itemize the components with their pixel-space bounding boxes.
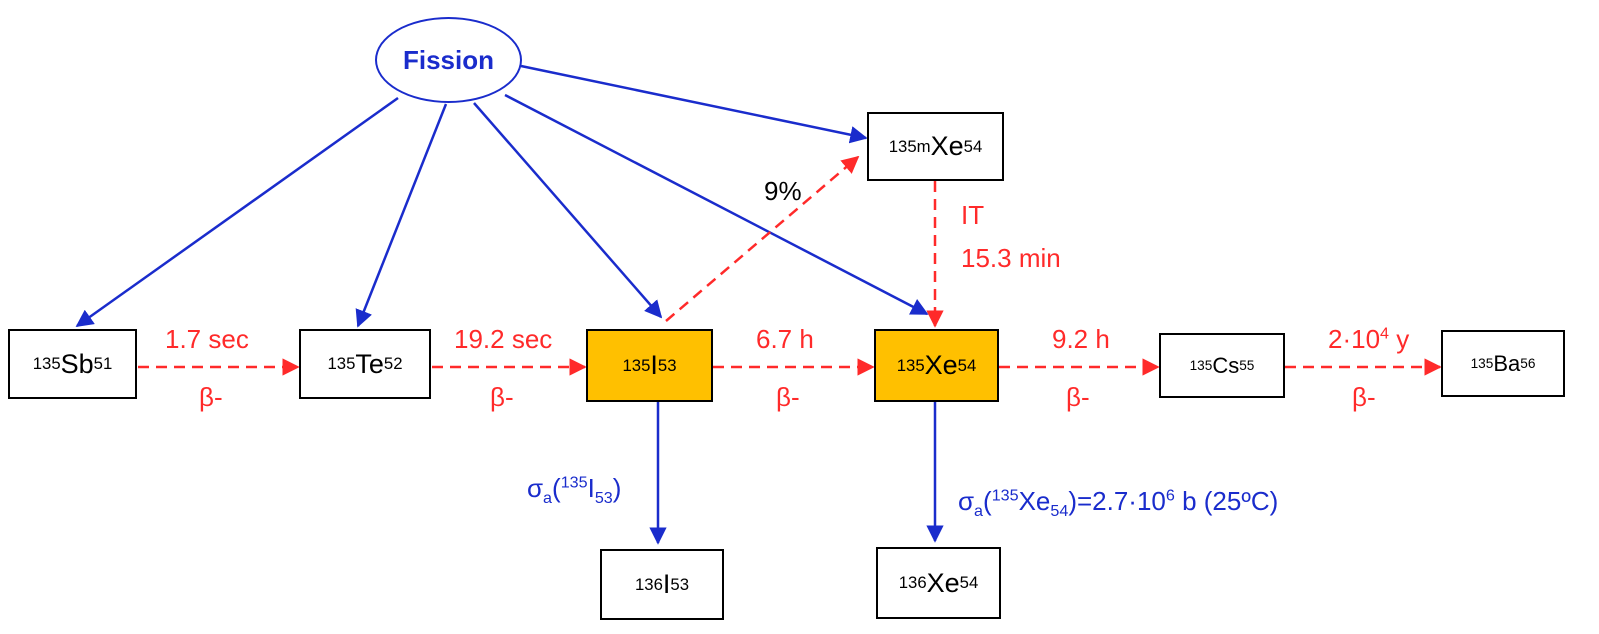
xe-cs-halflife: 9.2 h <box>1052 324 1110 354</box>
cs-ba-mode: β- <box>1352 382 1376 412</box>
fission-to-sb-arrow <box>75 96 399 328</box>
fission-to-i-arrow <box>473 102 663 319</box>
sb-te-mode: β- <box>199 382 223 412</box>
xem-xe-mode: IT <box>961 200 985 230</box>
cs-ba-halflife: 2·104 y <box>1328 324 1410 354</box>
i-xe-halflife: 6.7 h <box>756 324 814 354</box>
xem-xe-halflife: 15.3 min <box>961 243 1061 273</box>
te-i-mode: β- <box>490 382 514 412</box>
i-xem-decay-arrow <box>665 155 860 322</box>
sb-te-halflife: 1.7 sec <box>165 324 249 354</box>
fission-to-xe-arrow <box>504 93 929 316</box>
te-i-halflife: 19.2 sec <box>454 324 553 354</box>
fission-to-xem-arrow <box>520 64 868 144</box>
fission-to-te-arrow <box>355 103 448 328</box>
fission-label: Fission <box>402 44 494 75</box>
iodine-absorption-label: σa(135I53) <box>527 473 622 508</box>
fission-node: Fission <box>375 17 522 103</box>
i-xe-mode: β- <box>776 382 800 412</box>
xe-cs-mode: β- <box>1066 382 1090 412</box>
xenon-absorption-label: σa(135Xe54)=2.7·106 b (25ºC) <box>958 486 1279 521</box>
i-xem-branch: 9% <box>764 176 802 206</box>
